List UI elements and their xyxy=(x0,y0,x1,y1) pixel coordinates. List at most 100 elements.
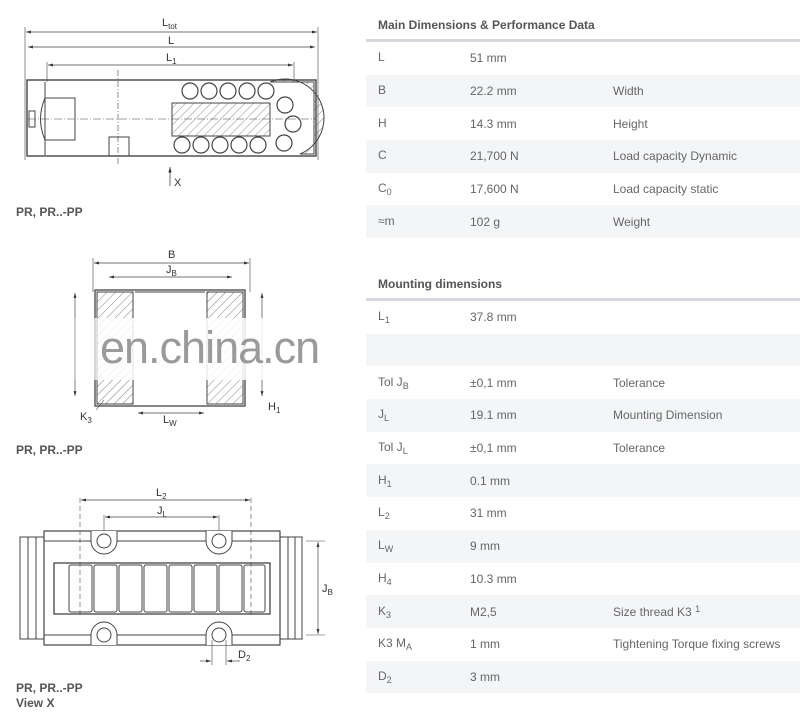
l-label: L xyxy=(168,35,174,47)
symbol-cell: L2 xyxy=(366,505,470,521)
description: Tolerance xyxy=(613,441,666,456)
symbol-cell: L xyxy=(366,50,470,66)
value-cell: 21,700 N xyxy=(470,149,519,164)
symbol-cell: ≈m xyxy=(366,214,470,230)
symbol: K xyxy=(378,603,387,618)
description-cell: Weight xyxy=(613,215,800,229)
footnote-marker: 1 xyxy=(695,604,701,615)
description-cell: Mounting Dimension xyxy=(613,408,800,422)
table-row: Tol JL±0,1 mm Tolerance xyxy=(366,432,800,465)
svg-text:H1: H1 xyxy=(268,401,281,415)
svg-text:LW: LW xyxy=(163,414,177,428)
symbol-cell: Tol JL xyxy=(366,440,470,456)
symbol-cell: C xyxy=(366,148,470,164)
lw-sub: W xyxy=(169,419,177,428)
symbol-subscript: 2 xyxy=(384,511,390,522)
description-cell: Height xyxy=(613,117,800,131)
watermark-backdrop xyxy=(60,318,360,380)
side-view-caption: PR, PR..-PP xyxy=(16,205,83,219)
description-cell: Load capacity static xyxy=(613,182,800,196)
description-cell: Width xyxy=(613,84,800,98)
ltot-sub: tot xyxy=(168,22,178,31)
symbol-cell: D2 xyxy=(366,669,470,685)
value-cell: 37.8 mm xyxy=(470,310,517,325)
symbol: K3 M xyxy=(378,636,407,651)
symbol-cell: H xyxy=(366,116,470,132)
value-cell: 9 mm xyxy=(470,539,500,554)
main-dimensions-title: Main Dimensions & Performance Data xyxy=(366,8,800,42)
l1-sub: 1 xyxy=(172,57,177,66)
h1-label: H xyxy=(268,401,276,413)
jb-bottom-sub: B xyxy=(328,588,333,597)
svg-text:Ltot: Ltot xyxy=(162,17,178,31)
d2-sub: 2 xyxy=(246,654,251,663)
value-cell: 17,600 N xyxy=(470,182,519,197)
table-row: C 21,700 N Load capacity Dynamic xyxy=(366,140,800,173)
value-cell: ±0,1 mm xyxy=(470,441,517,456)
symbol: C xyxy=(378,181,387,196)
value-cell: 31 mm xyxy=(470,506,507,521)
symbol: H xyxy=(378,115,387,130)
description: Load capacity static xyxy=(613,182,719,197)
symbol: C xyxy=(378,148,387,163)
symbol-subscript: 0 xyxy=(386,187,392,198)
front-view-caption: PR, PR..-PP xyxy=(16,443,83,457)
symbol: L xyxy=(378,538,385,553)
value-cell: ±0,1 mm xyxy=(470,375,517,390)
symbol-cell: H1 xyxy=(366,473,470,489)
value-cell: 3 mm xyxy=(470,669,500,684)
svg-text:JB: JB xyxy=(322,583,333,597)
symbol: L xyxy=(378,309,385,324)
symbol-subscript: 3 xyxy=(386,609,392,620)
b-label: B xyxy=(168,249,175,261)
symbol: B xyxy=(378,83,387,98)
svg-text:JL: JL xyxy=(157,505,168,519)
jb-sub: B xyxy=(172,269,177,278)
svg-text:JB: JB xyxy=(166,264,177,278)
symbol-subscript: B xyxy=(402,380,409,391)
h1-sub: 1 xyxy=(276,406,281,415)
symbol-subscript: 4 xyxy=(386,576,392,587)
watermark: en.china.cn xyxy=(100,322,320,373)
jb-bottom-label: J xyxy=(322,583,328,595)
mounting-dimensions-title: Mounting dimensions xyxy=(366,267,800,301)
symbol: J xyxy=(378,407,384,422)
description: Load capacity Dynamic xyxy=(613,149,738,164)
value-cell: 0.1 mm xyxy=(470,473,511,488)
l2-sub: 2 xyxy=(162,492,167,501)
symbol-cell: K3 xyxy=(366,604,470,620)
svg-text:D2: D2 xyxy=(238,649,251,663)
value-cell: 19.1 mm xyxy=(470,408,517,423)
jb-label: J xyxy=(166,264,172,276)
l2-label: L xyxy=(156,487,162,499)
symbol-cell: LW xyxy=(366,538,470,554)
svg-text:K3: K3 xyxy=(80,411,92,425)
description: Mounting Dimension xyxy=(613,408,723,423)
symbol: H xyxy=(378,570,387,585)
value-cell: 22.2 mm xyxy=(470,84,517,99)
symbol: L xyxy=(378,50,385,65)
value-cell: 14.3 mm xyxy=(470,116,517,131)
description: Tightening Torque fixing screws xyxy=(613,637,781,652)
technical-drawings: Ltot L L1 X PR, PR..-PP B JB K3 LW H1 PR… xyxy=(16,17,333,710)
mounting-holes xyxy=(90,531,233,645)
description-cell: Tolerance xyxy=(613,376,800,390)
value-cell: M2,5 xyxy=(470,604,497,619)
rolling-elements xyxy=(173,82,302,154)
table-row: B 22.2 mm Width xyxy=(366,74,800,108)
side-view-drawing xyxy=(24,27,325,186)
lw-label: L xyxy=(163,414,169,426)
symbol: Tol J xyxy=(378,440,403,455)
value-cell: 1 mm xyxy=(470,637,500,652)
symbol-subscript: 1 xyxy=(386,478,392,489)
symbol: L xyxy=(378,505,385,520)
description: Height xyxy=(613,116,648,131)
bottom-view-caption: PR, PR..-PP xyxy=(16,681,83,695)
